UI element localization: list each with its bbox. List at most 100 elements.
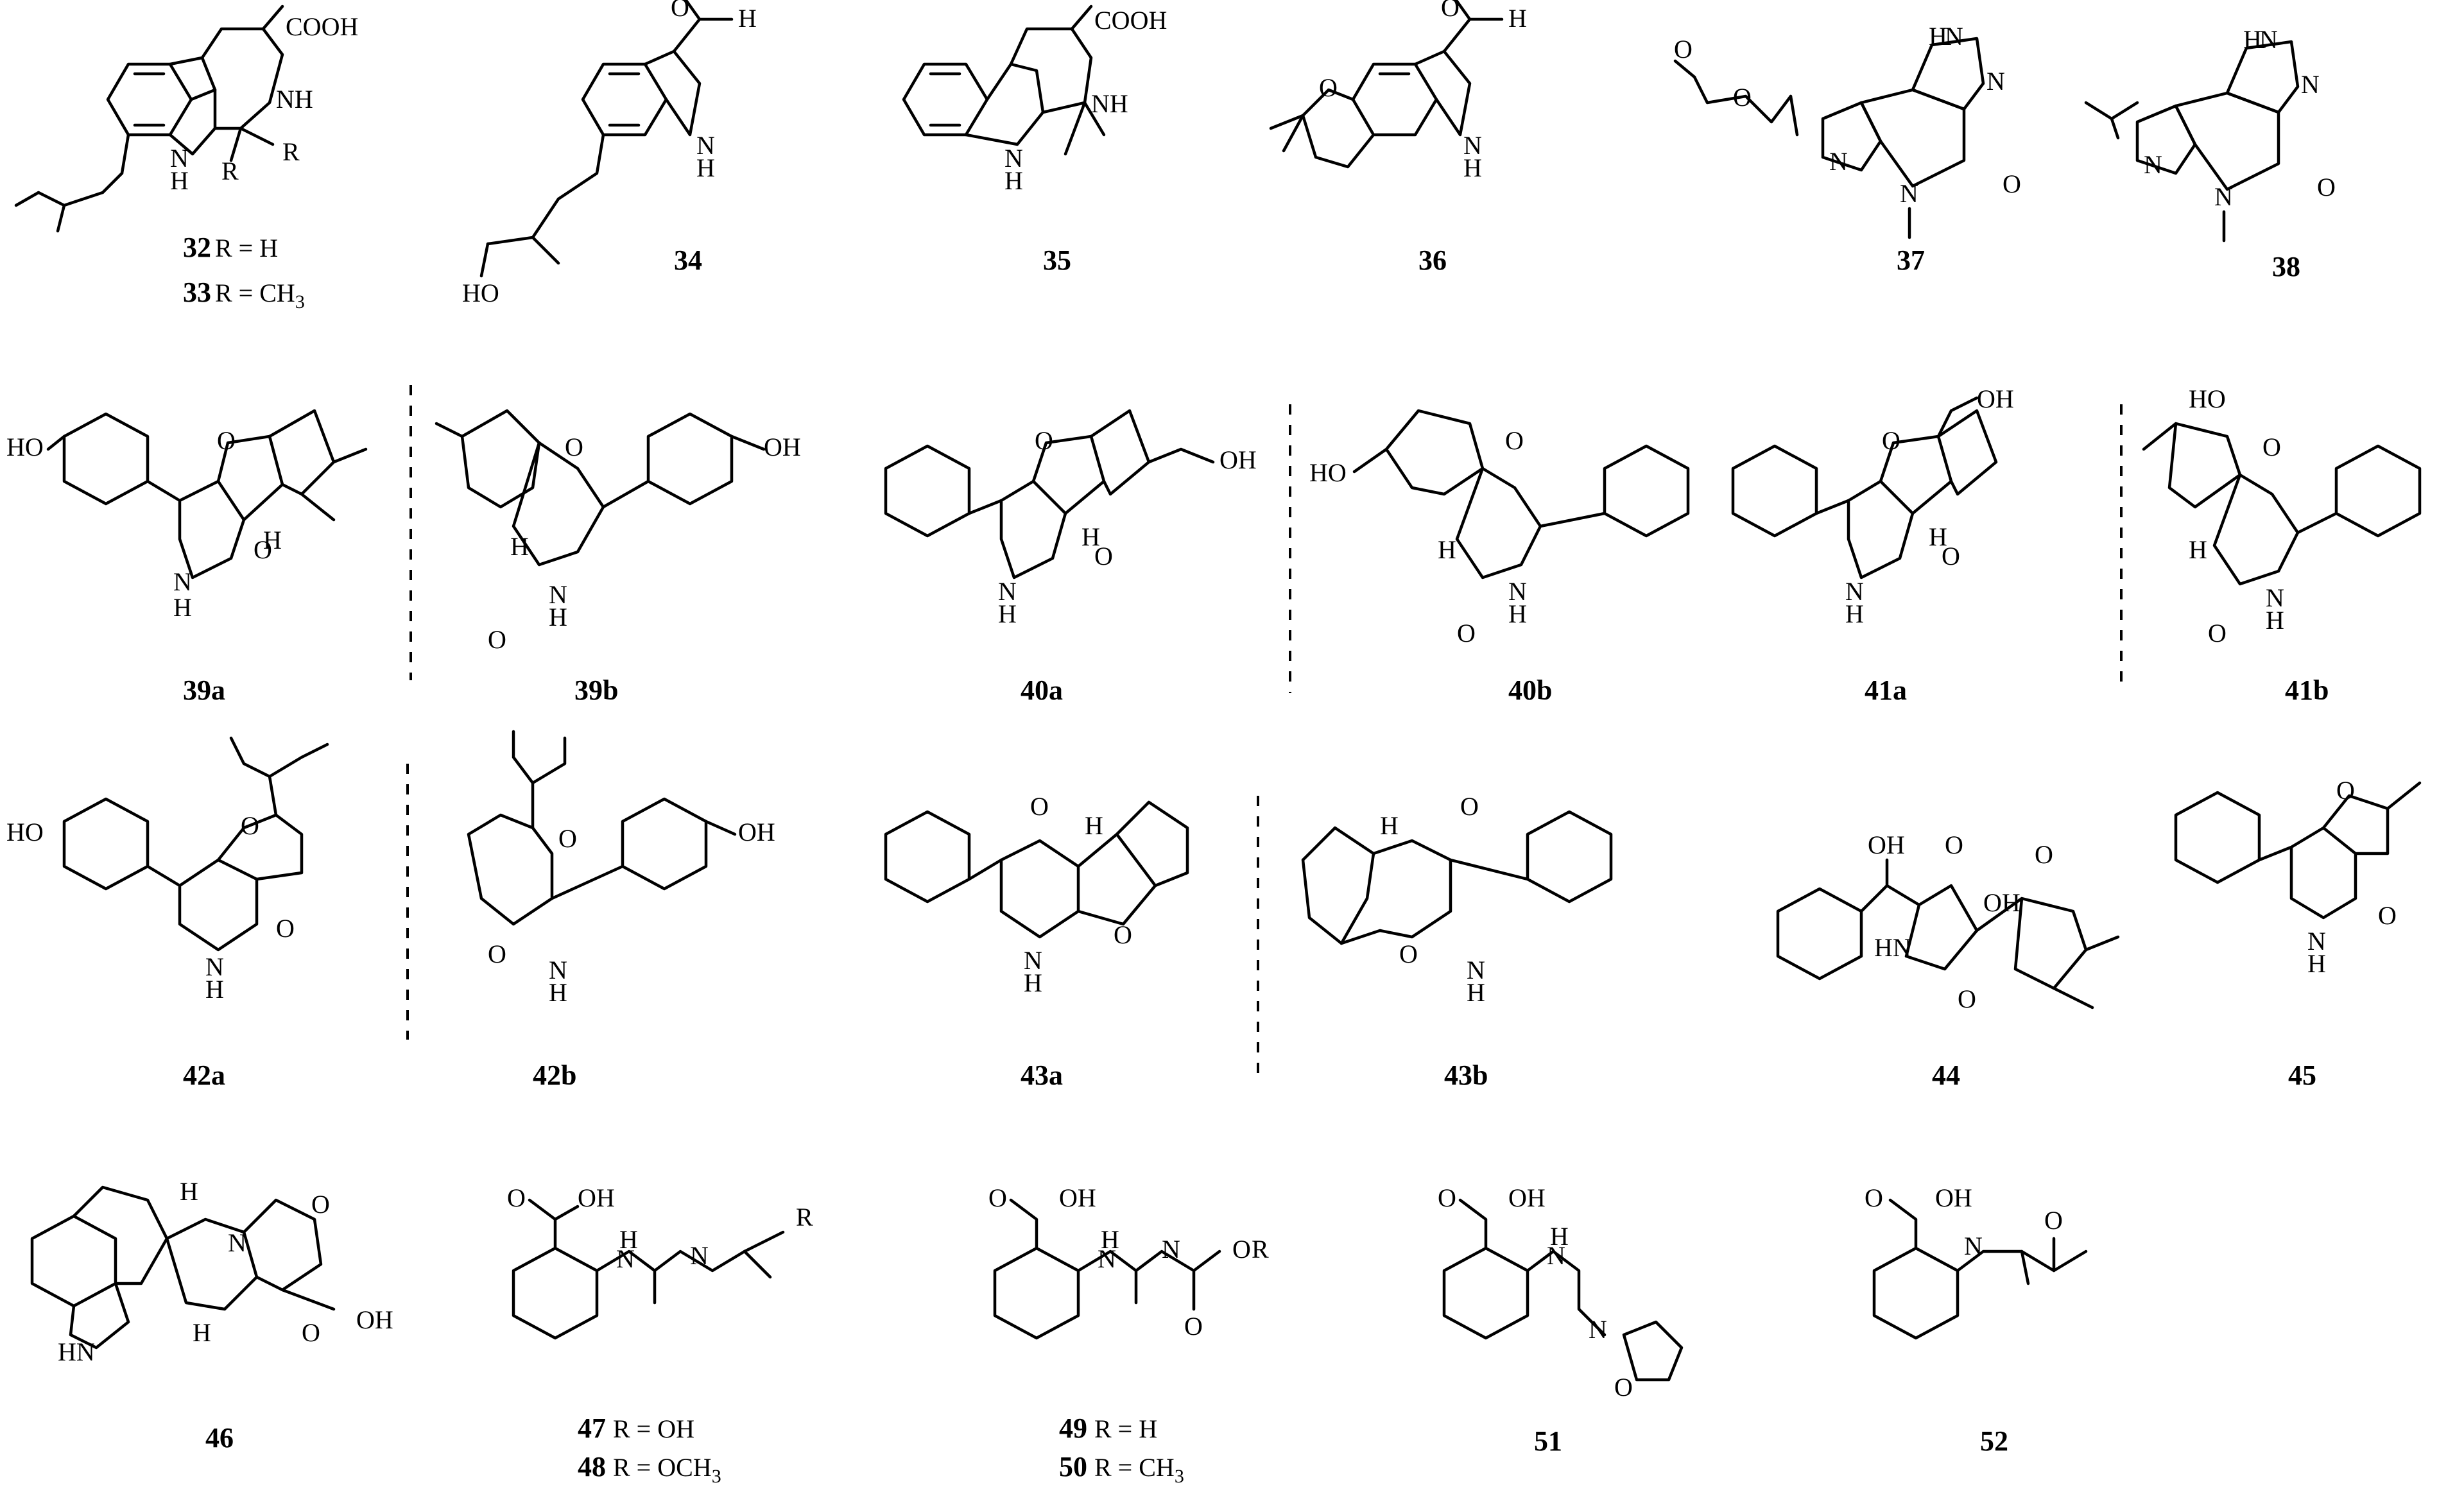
atom-label: R <box>282 137 300 166</box>
atom-label: OH <box>1219 445 1257 474</box>
atom-label: N <box>1024 946 1042 975</box>
atom-label: H <box>738 4 757 33</box>
compound-number: 41a <box>1865 674 1907 706</box>
atom-label: H <box>1508 4 1527 33</box>
atom-label: O <box>1505 426 1524 455</box>
atom-label: OH <box>578 1183 615 1212</box>
atom-label: OH <box>356 1305 393 1334</box>
atom-label: N <box>1004 144 1023 173</box>
atom-label: O <box>1865 1183 1883 1212</box>
atom-label: O <box>2044 1206 2063 1235</box>
atom-label: O <box>1457 619 1476 648</box>
atom-label: O <box>558 824 577 853</box>
atom-label: H <box>1467 978 1485 1007</box>
structure-51: O OH H N N O 51 <box>1438 1183 1684 1457</box>
atom-label: O <box>2336 776 2355 805</box>
structure-39a: HO O O H N H 39a <box>6 409 368 706</box>
atom-label: OH <box>1935 1183 1972 1212</box>
r-group-label: R = OCH3 <box>613 1453 721 1485</box>
atom-label: OH <box>1508 1183 1546 1212</box>
atom-label: O <box>241 811 259 840</box>
compound-number: 33 <box>183 277 211 308</box>
atom-label: N <box>549 956 567 984</box>
atom-label: N <box>228 1228 246 1257</box>
atom-label: H <box>1929 522 1947 551</box>
atom-label: OH <box>1977 384 2014 413</box>
atom-label: N <box>205 952 224 981</box>
atom-label: N <box>1829 147 1848 176</box>
atom-label: O <box>1942 542 1960 571</box>
atom-label: O <box>2262 433 2281 461</box>
atom-label: O <box>1945 830 1963 859</box>
atom-label: H <box>1929 22 1947 51</box>
atom-label: O <box>1674 35 1693 64</box>
compound-number: 40b <box>1508 674 1552 706</box>
atom-label: O <box>1441 0 1460 22</box>
atom-label: H <box>1550 1222 1569 1251</box>
compound-number: 44 <box>1932 1060 1960 1091</box>
atom-label: H <box>170 166 189 195</box>
compound-number: 49 <box>1059 1412 1087 1444</box>
atom-label: H <box>1380 811 1399 840</box>
atom-label: O <box>565 433 583 461</box>
atom-label: O <box>254 535 272 564</box>
atom-label: N <box>2144 150 2162 179</box>
atom-label: O <box>302 1318 320 1347</box>
atom-label: H <box>1024 968 1042 997</box>
atom-label: N <box>1508 577 1527 606</box>
structure-40a: OH O H O N H 40a <box>884 409 1257 706</box>
atom-label: O <box>1035 426 1053 455</box>
atom-label: H <box>205 975 224 1004</box>
atom-label: H <box>549 603 567 631</box>
atom-label: N <box>1945 22 1963 51</box>
atom-label: N <box>1900 179 1918 208</box>
atom-label: N <box>1986 67 2005 96</box>
compound-number: 39b <box>574 674 618 706</box>
atom-label: COOH <box>286 12 358 41</box>
atom-label: O <box>2208 619 2227 648</box>
atom-label: HO <box>462 279 499 307</box>
compound-number: 52 <box>1980 1425 2008 1457</box>
compound-number: 43a <box>1021 1060 1063 1091</box>
structure-42a: HO O O N H 42a <box>6 736 329 1091</box>
atom-label: O <box>1114 920 1132 949</box>
atom-label: O <box>2035 840 2053 869</box>
atom-label: OH <box>1059 1183 1096 1212</box>
atom-label: N <box>2301 70 2320 99</box>
compound-number: 48 <box>578 1451 606 1482</box>
atom-label: O <box>488 625 506 654</box>
compound-number: 51 <box>1534 1425 1562 1457</box>
atom-label: N <box>998 577 1017 606</box>
atom-label: O <box>671 0 689 22</box>
atom-label: N <box>1162 1235 1180 1264</box>
atom-label: O <box>2378 901 2397 930</box>
atom-label: H <box>173 593 192 622</box>
atom-label: N <box>170 144 189 173</box>
atom-label: HO <box>6 818 44 846</box>
atom-label: H <box>2243 25 2262 54</box>
atom-label: N <box>2266 583 2284 612</box>
atom-label: H <box>510 532 529 561</box>
atom-label: R <box>1252 1235 1269 1264</box>
atom-label: H <box>1101 1225 1119 1254</box>
r-group-label: R = H <box>215 234 278 262</box>
atom-label: HN <box>58 1337 95 1366</box>
atom-label: N <box>173 567 192 596</box>
atom-label: O <box>1882 426 1900 455</box>
atom-label: HO <box>6 433 44 461</box>
atom-label: O <box>2317 173 2336 202</box>
atom-label: O <box>1460 792 1479 821</box>
atom-label: O <box>1094 542 1113 571</box>
atom-label: O <box>488 940 506 968</box>
atom-label: H <box>1438 535 1456 564</box>
atom-label: NH <box>276 85 313 114</box>
structure-46: HN O O OH H H N 46 <box>30 1177 393 1454</box>
atom-label: H <box>1004 166 1023 195</box>
atom-label: N <box>2307 927 2326 956</box>
structure-47-48: O OH H N N R 47 R = OH 48 R = OCH3 <box>507 1183 813 1485</box>
compound-number: 46 <box>205 1422 234 1454</box>
atom-label: O <box>276 914 295 943</box>
r-group-label: R = OH <box>613 1414 694 1443</box>
compound-number: 43b <box>1444 1060 1488 1091</box>
